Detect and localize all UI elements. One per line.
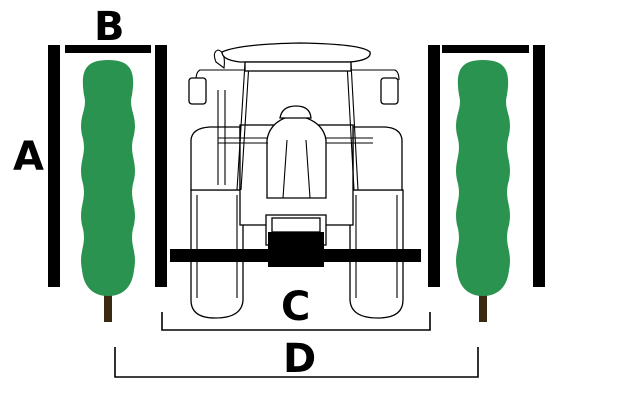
right-mirror — [380, 77, 399, 105]
label-d: D — [283, 336, 316, 382]
left-fender — [190, 126, 241, 191]
cab-roof — [221, 42, 371, 63]
left-inner-post — [155, 45, 167, 287]
dimension-bracket-d — [114, 347, 479, 378]
dimension-bracket-c — [161, 312, 431, 331]
right-fender — [352, 126, 403, 191]
right-top-bar — [442, 45, 529, 53]
exhaust-pipe — [213, 49, 226, 185]
tree-trunk — [479, 292, 487, 322]
tree-left — [81, 60, 135, 322]
right-trellis — [428, 45, 545, 287]
label-a: A — [13, 134, 44, 180]
label-b: B — [94, 4, 125, 50]
tractor-rear-view — [188, 42, 404, 319]
hitch-plate — [271, 217, 321, 233]
tree-trunk — [104, 292, 112, 322]
implement-bar — [170, 249, 421, 262]
left-top-bar — [65, 45, 151, 53]
right-inner-post — [428, 45, 440, 287]
left-mirror — [188, 77, 207, 105]
label-c: C — [281, 284, 310, 330]
left-outer-post — [48, 45, 60, 287]
tree-canopy — [81, 60, 135, 296]
right-outer-post — [533, 45, 545, 287]
tree-right — [456, 60, 510, 322]
tractor-seat — [266, 114, 327, 199]
roof-frame — [244, 61, 352, 72]
left-trellis — [48, 45, 167, 287]
tree-canopy — [456, 60, 510, 296]
